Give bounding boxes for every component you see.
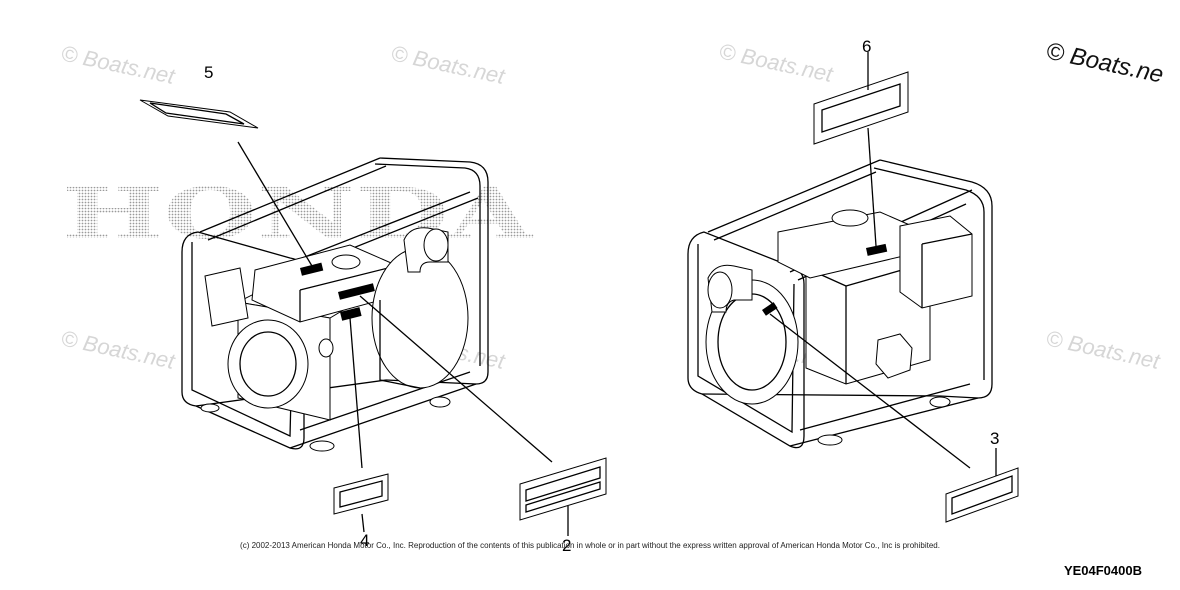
label-position-4: [339, 307, 362, 321]
watermark-text: © Boats.net: [59, 40, 178, 89]
label-decal-2: [519, 457, 607, 521]
label-position-6: [866, 243, 888, 256]
label-decal-6: [813, 71, 909, 145]
leader-line-4-tick: [361, 513, 365, 533]
callout-number-5: 5: [204, 63, 213, 82]
leader-line-4: [349, 317, 363, 469]
callout-number-3: 3: [990, 429, 999, 448]
label-position-2: [338, 283, 375, 300]
callout-number-2: 2: [562, 536, 571, 555]
callout-number-6: 6: [862, 37, 871, 56]
leader-line-3: [769, 313, 971, 469]
label-decal-4: [333, 473, 389, 515]
label-decal-3: [945, 467, 1019, 523]
leader-line-2: [359, 295, 553, 463]
watermark-text: © Boats.net: [1044, 325, 1163, 374]
water-pump-front-view: [181, 157, 489, 452]
label-position-5: [300, 262, 324, 276]
watermark-text: © Boats.net: [59, 325, 178, 374]
water-pump-rear-view: [687, 159, 993, 449]
copyright-notice: (c) 2002-2013 American Honda Motor Co., …: [240, 541, 940, 550]
callout-number-4: 4: [360, 531, 369, 550]
label-decal-5: [139, 99, 259, 129]
watermark-text: © Boats.net: [389, 40, 508, 89]
label-position-3: [762, 302, 778, 316]
diagram-code: YE04F0400B: [1063, 563, 1142, 578]
watermark-corner-text: © Boats.ne: [1044, 37, 1166, 88]
honda-logo: HONDA: [62, 172, 535, 255]
leader-line-6-down: [867, 127, 877, 247]
leader-line-5: [237, 141, 313, 267]
watermark-text: © Boats.net: [717, 38, 836, 87]
